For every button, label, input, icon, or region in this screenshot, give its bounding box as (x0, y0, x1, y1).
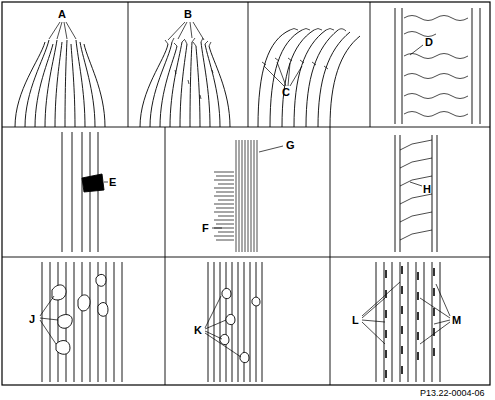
callout-letter: G (286, 139, 295, 151)
callout-letter: L (352, 314, 359, 326)
callout-letter: D (425, 36, 433, 48)
callout-letter: F (202, 222, 209, 234)
callout-letter: C (282, 86, 290, 98)
callout-letter: B (184, 8, 192, 20)
figure-code: P13.22-0004-06 (420, 387, 485, 399)
callout-letter: J (29, 313, 35, 325)
callout-letter: H (423, 183, 431, 195)
callout-letter: M (452, 314, 461, 326)
callout-letter: E (109, 176, 116, 188)
callout-letter: K (194, 324, 202, 336)
callout-letter: A (58, 8, 66, 20)
